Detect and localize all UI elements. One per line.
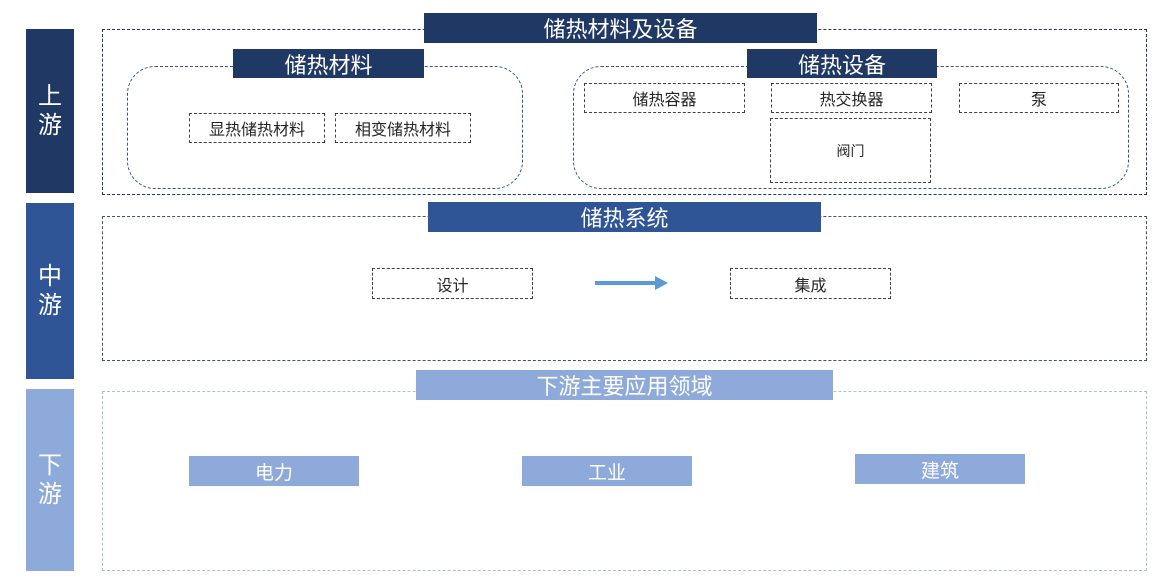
sidebar-upstream: 上 游 — [26, 29, 74, 193]
integration-box: 集成 — [730, 268, 891, 299]
building-box: 建筑 — [855, 454, 1025, 484]
phase-change-material-box: 相变储热材料 — [335, 113, 471, 143]
sidebar-upstream-char-2: 游 — [38, 111, 62, 139]
upstream-title: 储热材料及设备 — [424, 13, 817, 43]
downstream-title: 下游主要应用领域 — [416, 370, 833, 400]
power-box: 电力 — [189, 456, 359, 486]
materials-title: 储热材料 — [233, 49, 424, 79]
sidebar-downstream-char-1: 下 — [38, 451, 62, 479]
heat-exchanger-box: 热交换器 — [771, 83, 932, 113]
midstream-title: 储热系统 — [428, 202, 821, 232]
right-arrow-icon — [595, 274, 669, 292]
sensible-heat-material-box: 显热储热材料 — [189, 113, 325, 143]
sidebar-upstream-char-1: 上 — [38, 82, 62, 110]
sidebar-downstream: 下 游 — [26, 389, 74, 571]
sidebar-midstream-char-2: 游 — [38, 291, 62, 319]
equipment-title: 储热设备 — [747, 49, 937, 79]
valve-box: 阀门 — [770, 118, 931, 183]
sidebar-downstream-char-2: 游 — [38, 480, 62, 508]
pump-box: 泵 — [959, 83, 1119, 113]
design-box: 设计 — [372, 268, 533, 299]
industry-box: 工业 — [522, 456, 692, 486]
storage-container-box: 储热容器 — [584, 83, 745, 113]
sidebar-midstream-char-1: 中 — [38, 262, 62, 290]
sidebar-midstream: 中 游 — [26, 203, 74, 379]
